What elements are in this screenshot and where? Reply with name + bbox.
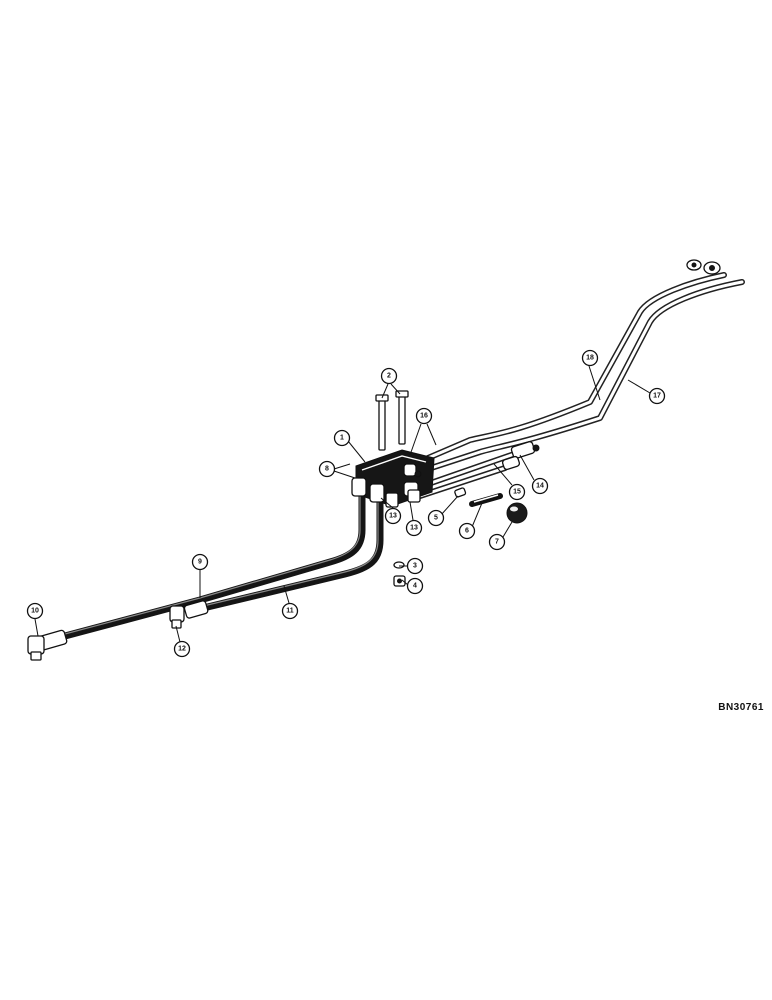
callout-1: 1 (333, 429, 351, 447)
callout-15: 15 (508, 483, 526, 501)
svg-text:12: 12 (178, 646, 186, 653)
callout-18: 18 (581, 349, 599, 367)
callout-4: 4 (406, 577, 424, 595)
callout-17: 17 (648, 387, 666, 405)
rear-coupler-fittings (686, 259, 721, 275)
svg-text:13: 13 (410, 525, 418, 532)
callout-13a: 13 (384, 507, 402, 525)
svg-text:14: 14 (536, 483, 544, 490)
callout-10: 10 (26, 602, 44, 620)
callout-16: 16 (415, 407, 433, 425)
steel-line-17 (422, 279, 745, 473)
svg-text:5: 5 (434, 515, 438, 522)
svg-text:9: 9 (198, 559, 202, 566)
callout-13b: 13 (405, 519, 423, 537)
svg-text:17: 17 (653, 393, 661, 400)
callout-6: 6 (458, 522, 476, 540)
svg-text:3: 3 (413, 563, 417, 570)
svg-text:4: 4 (413, 583, 417, 590)
svg-text:10: 10 (31, 608, 39, 615)
leader-lines (34, 365, 651, 643)
mounting-bolts (375, 390, 409, 451)
callout-8: 8 (318, 460, 336, 478)
callout-11: 11 (281, 602, 299, 620)
svg-text:2: 2 (387, 373, 391, 380)
svg-text:7: 7 (495, 539, 499, 546)
control-valve-assembly (351, 449, 435, 508)
hose-11 (191, 496, 384, 614)
callout-12: 12 (173, 640, 191, 658)
elbow-fitting-10 (27, 629, 68, 661)
callout-14: 14 (531, 477, 549, 495)
svg-text:8: 8 (325, 466, 329, 473)
callout-5: 5 (427, 509, 445, 527)
callout-9: 9 (191, 553, 209, 571)
svg-text:18: 18 (586, 355, 594, 362)
steel-line-14 (425, 449, 523, 487)
washer (393, 561, 405, 569)
svg-text:15: 15 (513, 489, 521, 496)
control-lever-rod (469, 493, 503, 507)
hose-9 (46, 486, 366, 644)
line-end-fittings (501, 441, 540, 471)
callout-2: 2 (380, 367, 398, 385)
callout-3: 3 (406, 557, 424, 575)
lever-pin (454, 487, 467, 498)
lever-knob (506, 502, 528, 524)
steel-line-15 (417, 465, 508, 499)
steel-line-18 (425, 272, 727, 461)
svg-text:13: 13 (389, 513, 397, 520)
svg-text:6: 6 (465, 528, 469, 535)
svg-text:16: 16 (420, 413, 428, 420)
svg-text:11: 11 (286, 608, 294, 615)
nut (393, 575, 406, 587)
svg-text:1: 1 (340, 435, 344, 442)
drawing-reference-code: BN30761 (718, 702, 764, 713)
callout-7: 7 (488, 533, 506, 551)
